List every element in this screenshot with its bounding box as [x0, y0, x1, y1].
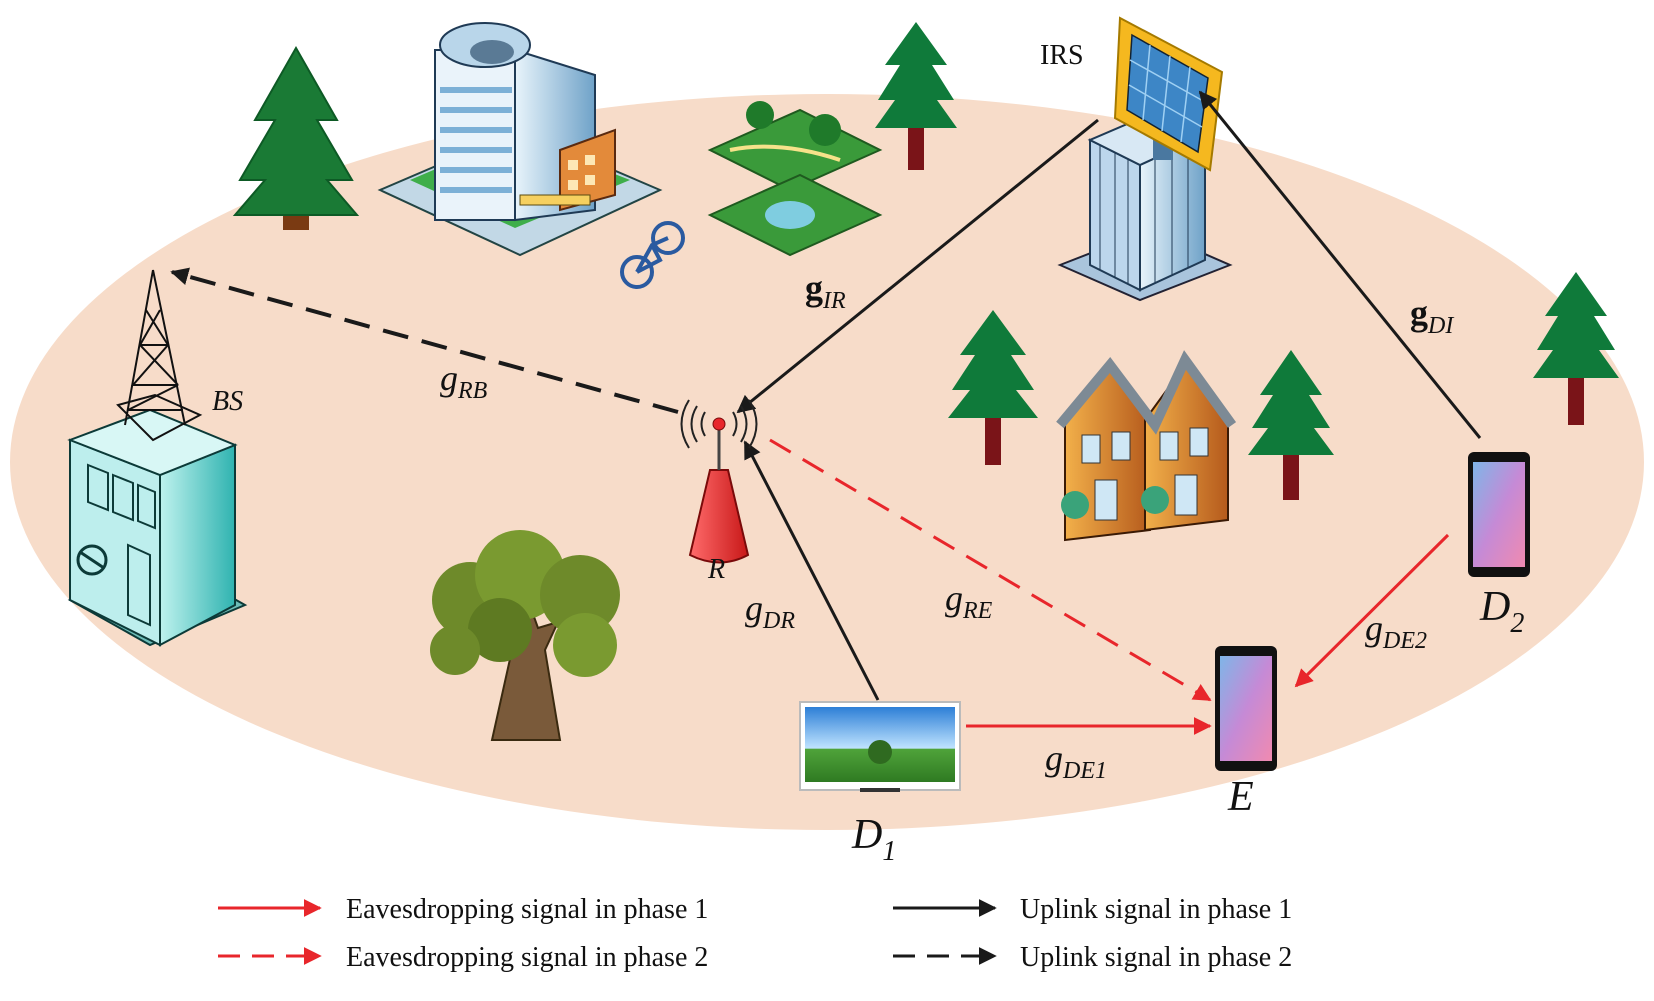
label-g-de1: gDE1: [1045, 738, 1107, 784]
park-icon: [707, 101, 883, 257]
tablet-d2-icon: [1468, 452, 1530, 577]
legend-label: Eavesdropping signal in phase 2: [346, 942, 708, 973]
label-relay: R: [707, 554, 725, 585]
link-g-re: [769, 438, 1212, 702]
label-d2: D2: [1479, 584, 1524, 639]
label-g-re: gRE: [945, 578, 993, 624]
pine-tree-icon: [948, 310, 1038, 465]
link-g-di: [1198, 90, 1482, 439]
label-bs: BS: [212, 386, 243, 417]
pine-tree-icon: [1248, 350, 1334, 500]
relay-icon: [680, 399, 758, 564]
label-d1: D1: [851, 812, 896, 867]
bicycle-icon: [620, 221, 685, 289]
link-g-rb: [170, 267, 679, 414]
legend-item-uplink-phase1: Uplink signal in phase 1: [893, 894, 1292, 925]
link-g-de2: [1294, 533, 1450, 688]
pine-tree-icon: [875, 22, 957, 170]
legend-item-uplink-phase2: Uplink signal in phase 2: [893, 942, 1292, 973]
legend-item-eaves-phase2: Eavesdropping signal in phase 2: [218, 942, 708, 973]
label-irs: IRS: [1040, 40, 1084, 71]
label-g-di: gDI: [1410, 293, 1454, 339]
legend-label: Uplink signal in phase 2: [1020, 942, 1292, 973]
link-g-ir: [736, 118, 1099, 414]
houses-icon: [1056, 350, 1237, 542]
pine-tree-icon: [232, 45, 360, 230]
legend-item-eaves-phase1: Eavesdropping signal in phase 1: [218, 894, 708, 925]
oak-tree-icon: [430, 530, 620, 741]
legend-label: Uplink signal in phase 1: [1020, 894, 1292, 925]
legend: Eavesdropping signal in phase 1 Eavesdro…: [218, 894, 1292, 973]
label-g-dr: gDR: [745, 588, 795, 634]
tv-device-icon: [799, 701, 961, 792]
legend-label: Eavesdropping signal in phase 1: [346, 894, 708, 925]
base-station-icon: [67, 269, 248, 647]
label-g-de2: gDE2: [1365, 608, 1427, 654]
label-eve: E: [1227, 774, 1254, 820]
link-g-dr: [743, 440, 880, 701]
label-g-ir: gIR: [805, 268, 846, 314]
pine-tree-icon: [1533, 272, 1619, 425]
label-g-rb: gRB: [440, 358, 488, 404]
irs-panel-icon: [1113, 16, 1224, 172]
tablet-eve-icon: [1215, 646, 1277, 771]
office-building-icon: [377, 22, 663, 257]
